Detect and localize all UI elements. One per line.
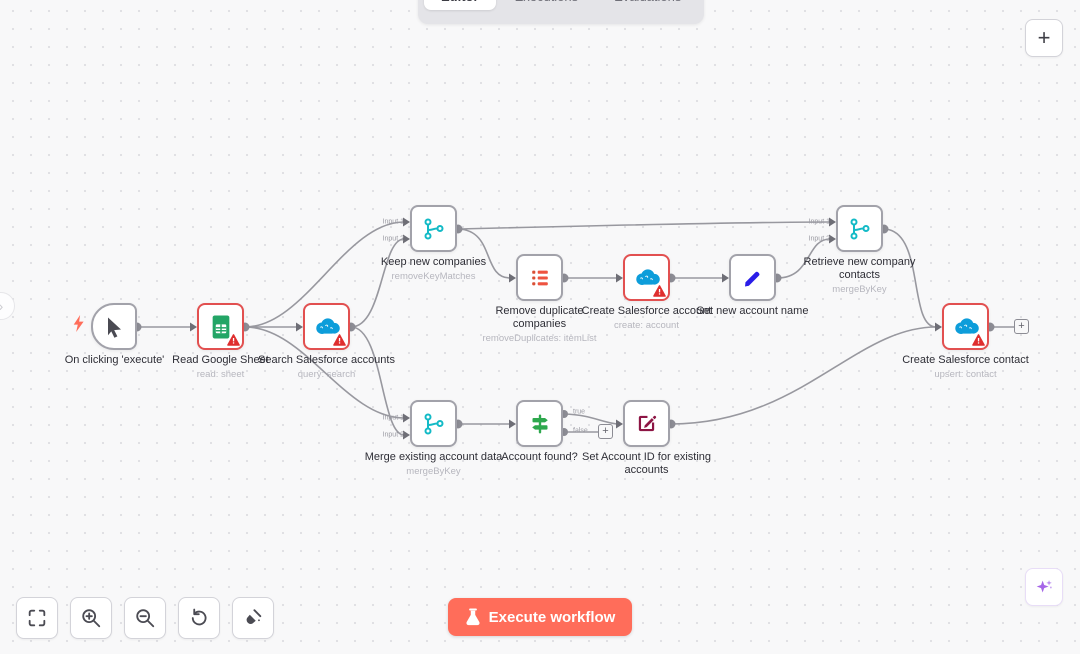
port-label-input2: Input 2: [808, 235, 830, 243]
node-remove-duplicate-companies[interactable]: Remove duplicate companies removeDuplica…: [482, 254, 597, 344]
pencil-icon: [744, 271, 759, 286]
salesforce-icon: [635, 268, 660, 285]
node-label: Create Salesforce contact: [902, 354, 1029, 366]
node-subtitle: create: account: [614, 319, 679, 331]
node-on-clicking-execute[interactable]: On clicking 'execute': [65, 303, 164, 366]
warning-icon: [227, 334, 240, 346]
view-tabbar: Editor Executions Evaluations: [418, 0, 705, 24]
tab-evaluations[interactable]: Evaluations: [597, 0, 698, 10]
node-label: On clicking 'execute': [64, 354, 165, 366]
signpost-if-icon: [531, 414, 548, 433]
node-label: Create Salesforce account: [581, 305, 712, 317]
cursor-icon: [108, 317, 121, 338]
zoom-out-icon: [136, 609, 155, 628]
execute-workflow-button[interactable]: Execute workflow: [448, 598, 632, 636]
plus-icon: +: [1037, 25, 1051, 50]
node-subtitle: upsert: contact: [934, 368, 997, 380]
port-label-true: true: [573, 408, 586, 416]
port-label-input1: Input 1: [382, 218, 404, 226]
add-node-button[interactable]: +: [1025, 19, 1063, 57]
merge-branch-icon: [424, 413, 443, 434]
salesforce-icon: [315, 317, 340, 334]
node-subtitle: removeKeyMatches: [391, 270, 476, 282]
tab-executions[interactable]: Executions: [498, 0, 596, 10]
node-label: Retrieve new company contacts: [803, 256, 916, 281]
node-subtitle: mergeByKey: [406, 465, 461, 477]
port-label-false: false: [573, 427, 588, 435]
node-set-new-account-name[interactable]: Set new account name: [697, 254, 808, 317]
node-search-salesforce-accounts[interactable]: Search Salesforce accounts query: search: [258, 303, 395, 380]
zoom-in-button[interactable]: [70, 597, 112, 639]
flask-icon: [466, 608, 480, 626]
ai-assistant-button[interactable]: [1025, 568, 1063, 606]
tidy-up-button[interactable]: [232, 597, 274, 639]
undo-reset-icon: [191, 608, 207, 626]
node-merge-existing-account-data[interactable]: Merge existing account data mergeByKey: [365, 400, 502, 477]
warning-icon: [333, 334, 346, 346]
chevron-right-icon: ›: [0, 298, 3, 314]
add-node-stub[interactable]: +: [1014, 319, 1029, 334]
node-label: Remove duplicate companies: [495, 305, 584, 330]
plus-icon: +: [602, 425, 609, 437]
node-keep-new-companies[interactable]: Keep new companies removeKeyMatches: [381, 205, 486, 282]
zoom-to-fit-button[interactable]: [16, 597, 58, 639]
tidy-up-icon: [246, 609, 262, 624]
item-list-icon: [531, 270, 548, 285]
node-subtitle: mergeByKey: [832, 283, 887, 295]
node-label: Account found?: [501, 451, 578, 463]
node-set-account-id[interactable]: Set Account ID for existing accounts: [582, 400, 711, 476]
node-retrieve-new-company-contacts[interactable]: Retrieve new company contacts mergeByKey: [804, 205, 915, 295]
port-label-input2: Input 2: [382, 235, 404, 243]
zoom-to-fit-icon: [28, 609, 46, 627]
node-subtitle: [682, 320, 823, 322]
node-label: Set Account ID for existing accounts: [581, 451, 711, 476]
execute-workflow-label: Execute workflow: [488, 608, 616, 626]
port-label-input2: Input 2: [382, 431, 404, 439]
node-read-google-sheet[interactable]: Read Google Sheet read: sheet: [172, 303, 269, 380]
google-sheets-icon: [212, 315, 229, 338]
node-label: Read Google Sheet: [172, 354, 269, 366]
merge-branch-icon: [424, 218, 443, 239]
merge-branch-icon: [850, 218, 869, 239]
ai-sparkle-icon: [1036, 580, 1052, 593]
salesforce-icon: [954, 317, 979, 334]
node-label: Keep new companies: [380, 256, 487, 268]
zoom-out-button[interactable]: [124, 597, 166, 639]
node-create-salesforce-contact[interactable]: Create Salesforce contact upsert: contac…: [902, 303, 1029, 380]
node-label: Search Salesforce accounts: [258, 354, 395, 366]
node-subtitle: query: search: [297, 368, 356, 380]
node-label: Merge existing account data: [364, 451, 503, 463]
node-account-found[interactable]: Account found?: [501, 400, 578, 463]
warning-icon: [653, 285, 666, 297]
warning-icon: [972, 334, 985, 346]
add-node-stub[interactable]: +: [598, 424, 613, 439]
tab-editor[interactable]: Editor: [424, 0, 496, 10]
node-subtitle: removeDuplicates: itemList: [482, 332, 597, 344]
edit-square-icon: [638, 415, 657, 432]
zoom-in-icon: [82, 609, 101, 628]
port-label-input1: Input 1: [808, 218, 830, 226]
node-create-salesforce-account[interactable]: Create Salesforce account create: accoun…: [582, 254, 711, 331]
plus-icon: +: [1018, 320, 1025, 332]
node-subtitle: read: sheet: [196, 368, 245, 380]
node-label: Set new account name: [696, 305, 809, 317]
node-subtitle: [576, 479, 717, 481]
port-label-input1: Input 1: [382, 414, 404, 422]
trigger-bolt-icon: [73, 315, 84, 332]
reset-zoom-button[interactable]: [178, 597, 220, 639]
